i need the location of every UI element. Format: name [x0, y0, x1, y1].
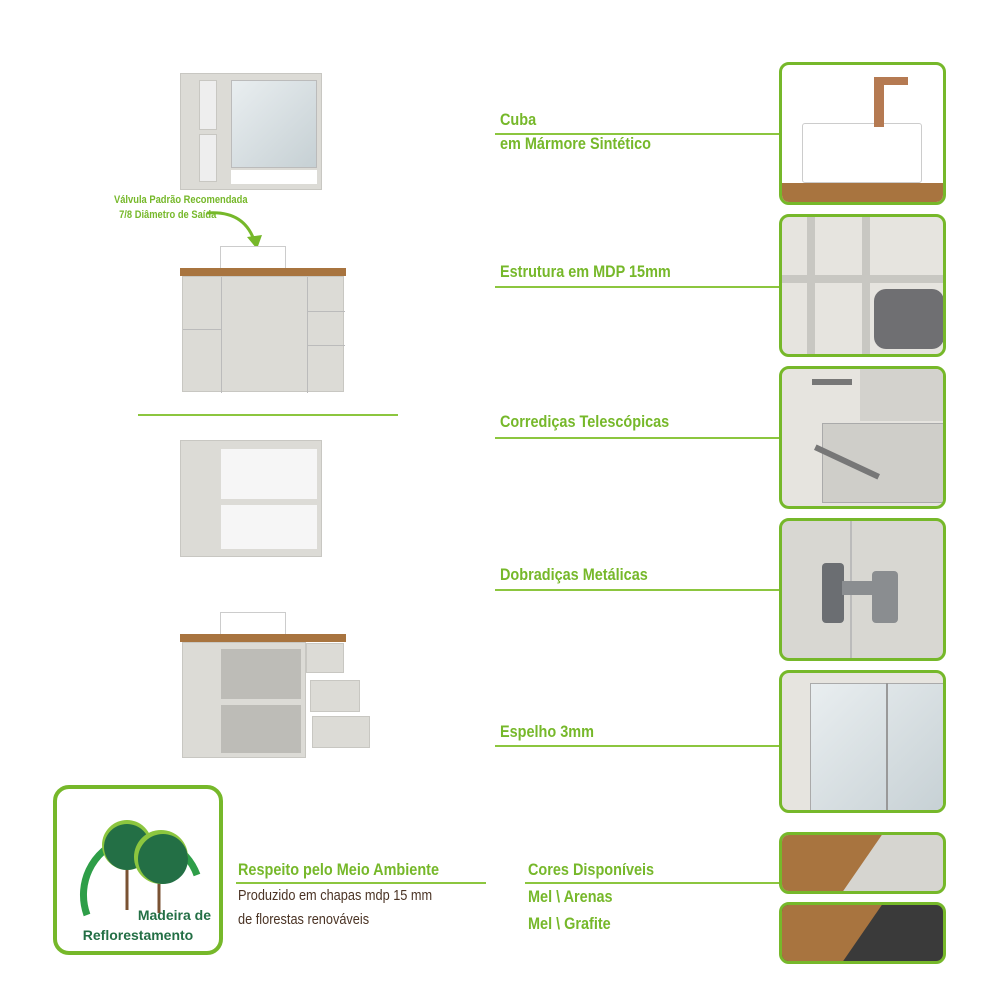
eco-line — [236, 882, 486, 884]
swatch-mel-grafite — [779, 902, 946, 964]
feature-hinge-image — [779, 518, 946, 661]
feature-slides-label: Corrediças Telescópicas — [500, 412, 670, 431]
eco-title: Respeito pelo Meio Ambiente — [238, 860, 439, 879]
countertop — [180, 268, 346, 276]
colors-line — [525, 882, 779, 884]
feature-line — [495, 437, 779, 439]
feature-mirror-label: Espelho 3mm — [500, 722, 594, 741]
swatch-mel-arenas — [779, 832, 946, 894]
reforestation-badge: Madeira de Reflorestamento — [53, 785, 223, 955]
drawer-3 — [312, 716, 370, 748]
feature-line — [495, 745, 779, 747]
sink-basin — [220, 246, 286, 270]
color-option-mel-grafite: Mel \ Grafite — [528, 914, 611, 933]
feature-line — [495, 133, 779, 135]
drawer-1 — [306, 643, 344, 673]
divider — [138, 414, 398, 416]
arrow-icon — [206, 211, 262, 249]
valve-callout: Válvula Padrão Recomendada 7/8 Diâmetro … — [114, 193, 248, 223]
feature-mirror-image — [779, 670, 946, 813]
callout-line2: 7/8 Diâmetro de Saída — [119, 209, 217, 221]
feature-slides-image — [779, 366, 946, 509]
feature-sink-image — [779, 62, 946, 205]
callout-line1: Válvula Padrão Recomendada — [114, 194, 248, 206]
feature-line — [495, 589, 779, 591]
drawer-2 — [310, 680, 360, 712]
mirror-cabinet-open — [180, 440, 322, 557]
colors-title: Cores Disponíveis — [528, 860, 655, 879]
feature-structure-image — [779, 214, 946, 357]
vanity-closed — [182, 276, 345, 393]
tree-icon — [79, 820, 201, 917]
feature-structure-label: Estrutura em MDP 15mm — [500, 262, 671, 281]
feature-line — [495, 286, 779, 288]
countertop-open — [180, 634, 346, 642]
badge-line2: Reflorestamento — [82, 927, 194, 943]
badge-line1: Madeira de — [137, 907, 211, 923]
sink-basin-open — [220, 612, 286, 636]
vanity-open — [182, 642, 306, 758]
feature-hinge-label: Dobradiças Metálicas — [500, 565, 648, 584]
color-option-mel-arenas: Mel \ Arenas — [528, 887, 613, 906]
mirror-cabinet-closed — [180, 73, 322, 190]
